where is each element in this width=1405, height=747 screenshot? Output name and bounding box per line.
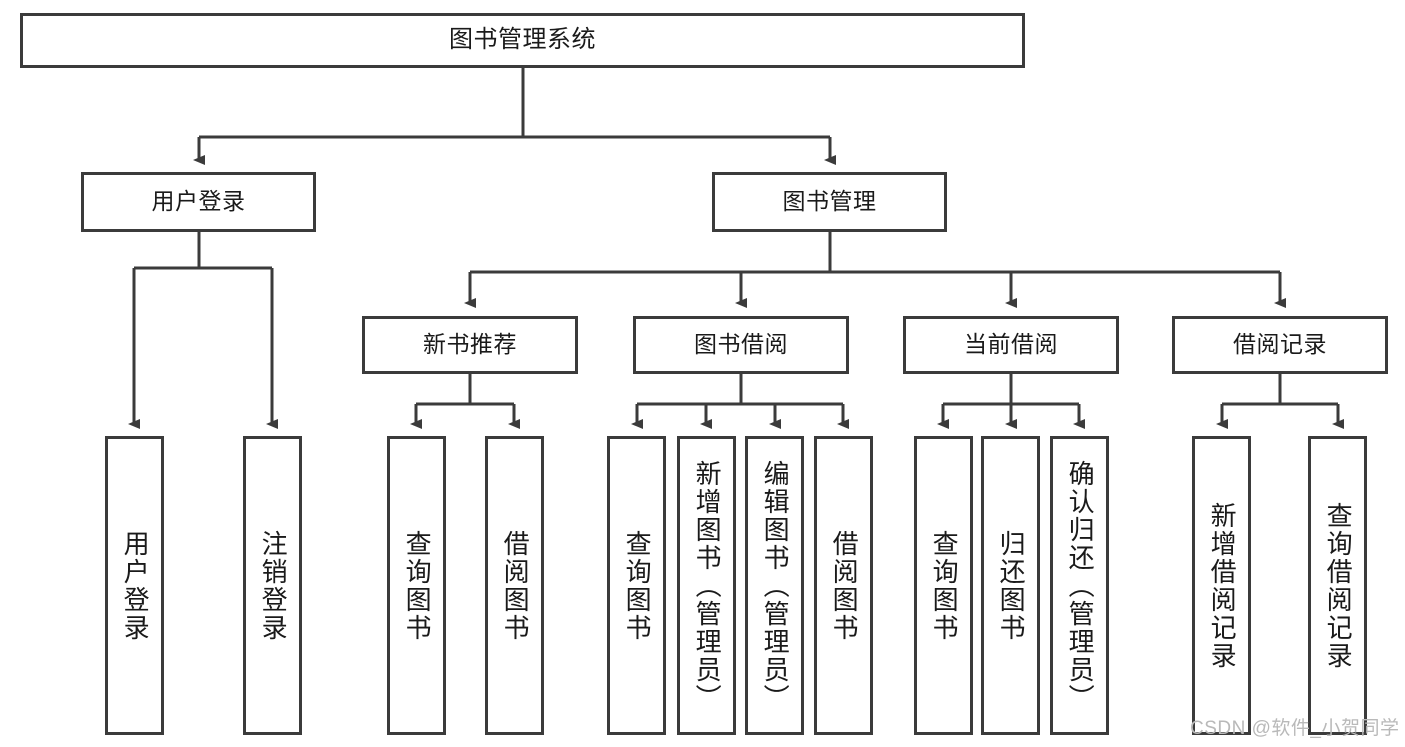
node-label: 借阅图书 [500,529,531,642]
node-borrow-record[interactable]: 借阅记录 [1172,316,1388,374]
node-leaf-search-book-recommend[interactable]: 查询图书 [387,436,446,735]
node-label: 编辑图书（管理员） [760,459,791,712]
node-label: 新增图书（管理员） [692,459,723,712]
node-book-borrow[interactable]: 图书借阅 [633,316,849,374]
node-book-management[interactable]: 图书管理 [712,172,947,232]
node-label: 用户登录 [151,188,246,215]
node-root-system[interactable]: 图书管理系统 [20,13,1025,68]
node-label: 图书借阅 [694,331,788,358]
node-label: 查询图书 [402,529,433,642]
node-label: 借阅图书 [829,529,860,642]
node-leaf-borrow-book-recommend[interactable]: 借阅图书 [485,436,544,735]
node-label: 查询借阅记录 [1323,501,1354,670]
node-leaf-edit-book[interactable]: 编辑图书（管理员） [745,436,804,735]
node-label: 新书推荐 [423,331,517,358]
node-label: 图书管理系统 [449,26,596,54]
node-leaf-search-book-current[interactable]: 查询图书 [914,436,973,735]
node-leaf-add-borrow-record[interactable]: 新增借阅记录 [1192,436,1251,735]
node-user-login[interactable]: 用户登录 [81,172,316,232]
node-leaf-return-book[interactable]: 归还图书 [981,436,1040,735]
node-label: 查询图书 [622,529,653,642]
node-leaf-user-login[interactable]: 用户登录 [105,436,164,735]
node-label: 归还图书 [996,529,1027,642]
node-label: 当前借阅 [964,331,1058,358]
node-leaf-logout[interactable]: 注销登录 [243,436,302,735]
node-current-borrow[interactable]: 当前借阅 [903,316,1119,374]
node-new-book-recommend[interactable]: 新书推荐 [362,316,578,374]
node-label: 图书管理 [782,188,877,215]
node-label: 查询图书 [929,529,960,642]
node-leaf-search-book-borrow[interactable]: 查询图书 [607,436,666,735]
node-label: 注销登录 [258,529,289,642]
node-leaf-borrow-book[interactable]: 借阅图书 [814,436,873,735]
node-label: 新增借阅记录 [1207,501,1238,670]
node-leaf-confirm-return[interactable]: 确认归还（管理员） [1050,436,1109,735]
node-label: 确认归还（管理员） [1065,459,1096,712]
node-label: 用户登录 [120,529,151,642]
node-leaf-search-borrow-record[interactable]: 查询借阅记录 [1308,436,1367,735]
node-leaf-add-book[interactable]: 新增图书（管理员） [677,436,736,735]
node-label: 借阅记录 [1233,331,1327,358]
watermark-text: CSDN @软件_小贺同学 [1190,718,1400,739]
